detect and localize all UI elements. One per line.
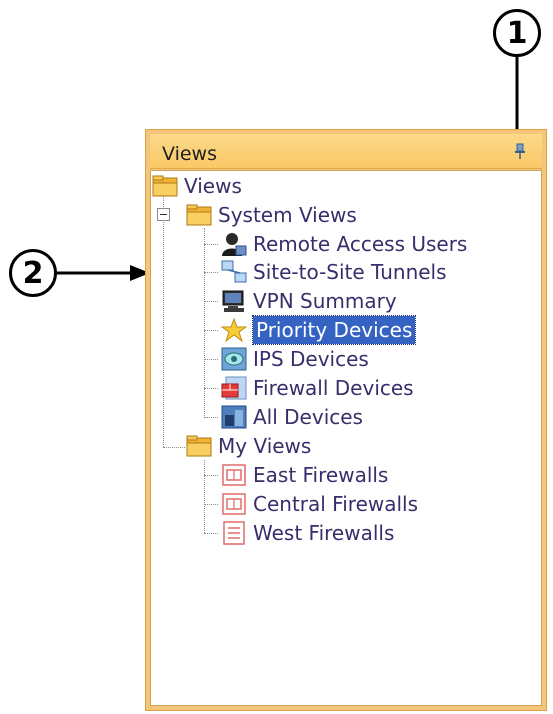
firewall-icon — [221, 376, 247, 400]
network-icon — [221, 260, 247, 283]
tree-label: My Views — [218, 434, 312, 458]
folder-icon — [152, 175, 178, 197]
panel-header: Views — [150, 134, 542, 169]
tree-item-central-firewalls[interactable]: Central Firewalls — [221, 490, 418, 518]
tree-item-priority-devices[interactable]: Priority Devices — [221, 315, 417, 345]
tree-branch — [204, 475, 218, 476]
tree-item-east-firewalls[interactable]: East Firewalls — [221, 461, 388, 489]
tree-item-ips-devices[interactable]: IPS Devices — [221, 345, 369, 373]
tree-branch — [204, 504, 218, 505]
tree-label: System Views — [218, 203, 357, 227]
tree-view — [150, 170, 542, 706]
monitor-icon — [222, 290, 244, 312]
devices-icon — [221, 405, 247, 429]
star-icon — [221, 318, 247, 342]
user-icon — [222, 233, 247, 256]
views-panel: Views — [145, 129, 547, 711]
list-view-icon — [223, 521, 245, 545]
tree-line-my — [204, 460, 205, 533]
folder-icon — [186, 204, 212, 226]
tree-branch — [204, 417, 218, 418]
callout-2: 2 — [9, 249, 57, 297]
tree-label: All Devices — [253, 405, 363, 429]
tree-item-vpn-summary[interactable]: VPN Summary — [221, 287, 397, 315]
folder-icon — [186, 435, 212, 457]
tree-label: West Firewalls — [253, 521, 395, 545]
tree-branch — [204, 388, 218, 389]
tree-item-all-devices[interactable]: All Devices — [221, 403, 363, 431]
tree-folder-system-views[interactable]: System Views — [186, 201, 357, 229]
tree-label: Firewall Devices — [253, 376, 414, 400]
firewall-view-icon — [222, 464, 246, 486]
tree-branch — [204, 359, 218, 360]
tree-label: Remote Access Users — [253, 232, 468, 256]
tree-root-views[interactable]: Views — [152, 172, 242, 200]
tree-branch — [204, 272, 218, 273]
pin-icon[interactable] — [514, 143, 526, 159]
callout-1: 1 — [493, 9, 541, 57]
tree-label: Central Firewalls — [253, 492, 419, 516]
tree-branch — [204, 330, 218, 331]
tree-line-system — [204, 228, 205, 418]
ips-icon — [221, 347, 247, 371]
tree-folder-my-views[interactable]: My Views — [186, 432, 311, 460]
callout-2-arrow — [56, 265, 150, 281]
tree-label: Site-to-Site Tunnels — [253, 260, 447, 284]
firewall-view-icon — [222, 493, 246, 515]
tree-branch — [204, 244, 218, 245]
tree-label: VPN Summary — [253, 289, 397, 313]
tree-item-remote-access-users[interactable]: Remote Access Users — [221, 230, 467, 258]
tree-branch — [204, 301, 218, 302]
tree-label-selected: Priority Devices — [251, 315, 417, 345]
tree-label: IPS Devices — [253, 347, 369, 371]
tree-line-root — [163, 195, 164, 447]
tree-label: East Firewalls — [253, 463, 389, 487]
tree-line-my-views — [163, 447, 185, 448]
panel-title: Views — [162, 143, 217, 165]
tree-item-site-to-site-tunnels[interactable]: Site-to-Site Tunnels — [221, 258, 447, 286]
tree-item-firewall-devices[interactable]: Firewall Devices — [221, 374, 414, 402]
tree-item-west-firewalls[interactable]: West Firewalls — [221, 519, 394, 547]
collapse-toggle[interactable] — [157, 208, 170, 221]
tree-label: Views — [184, 174, 242, 198]
tree-branch — [204, 533, 218, 534]
